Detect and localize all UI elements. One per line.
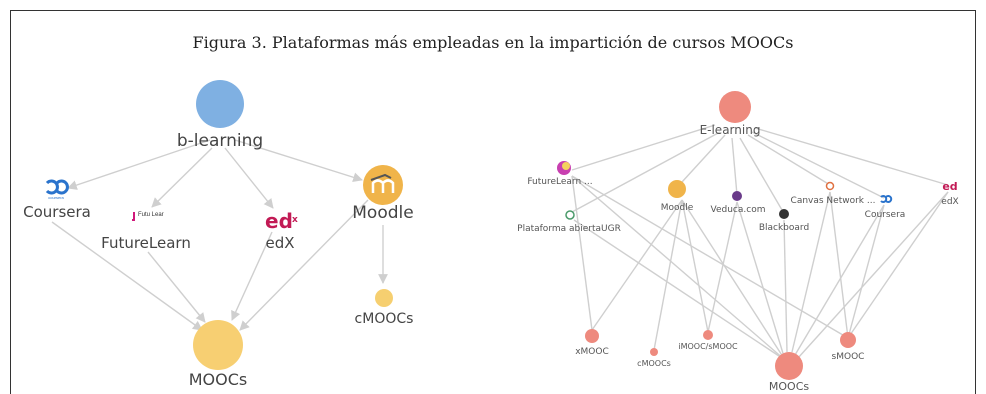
edge-el-moodle (681, 134, 726, 183)
moodle-logo-icon (370, 173, 395, 193)
node-smooc[interactable] (840, 332, 856, 348)
edge-el-canvas (747, 134, 831, 186)
label-moocs: MOOCs (189, 370, 248, 389)
label-moocs-r: MOOCs (769, 380, 809, 393)
label-xmooc: xMOOC (575, 347, 609, 357)
edge-el-ugr (571, 131, 721, 213)
coursera-logo-icon: coursera (45, 179, 69, 200)
edge-el-coursera (751, 131, 885, 199)
edge-veduca-imooc (707, 201, 738, 333)
label-smooc: sMOOC (832, 352, 865, 362)
node-imooc[interactable] (703, 330, 713, 340)
svg-text:ed: ed (265, 209, 293, 233)
node-moocs-r[interactable] (775, 352, 803, 380)
node-canvas[interactable] (825, 181, 835, 191)
edge-el-futurelearn (571, 124, 716, 171)
coursera-logo-text: coursera (48, 195, 64, 200)
edge-moodle-xmooc (591, 199, 683, 331)
label-cmoocs: cMOOCs (355, 311, 414, 327)
left-edges (51, 139, 388, 331)
label-canvas: Canvas Network ... (791, 196, 876, 206)
label-coursera-r: Coursera (865, 210, 906, 220)
edge-coursera-moocs (794, 204, 885, 356)
coursera-logo-icon-r (880, 195, 893, 203)
node-ugr[interactable] (565, 210, 575, 220)
edge-coursera-smooc (847, 204, 885, 339)
svg-text:x: x (292, 215, 298, 225)
edge-moodle-imooc (681, 199, 709, 333)
edge-moodle-moocs (239, 199, 369, 331)
label-coursera: Coursera (23, 203, 91, 221)
figure-frame (10, 10, 976, 394)
node-blearning[interactable] (196, 80, 244, 128)
edge-edx-moocs (231, 231, 273, 321)
node-moocs[interactable] (193, 320, 243, 370)
futurelearn-logo-icon: Futu Lear (132, 212, 164, 221)
edge-blearning-edx (224, 147, 274, 209)
node-blackboard[interactable] (779, 209, 789, 219)
label-edx: edX (265, 234, 294, 252)
edge-blearning-moodle (234, 139, 363, 183)
edge-futurelearn-xmooc (571, 175, 593, 331)
node-xmooc[interactable] (585, 329, 599, 343)
label-edx-r: edX (941, 197, 958, 207)
right-graph: E-learning FutureLearn ... Plataforma ab… (517, 91, 959, 393)
edge-edx-moocs (797, 191, 949, 359)
label-elearning: E-learning (700, 123, 761, 137)
right-edges (571, 124, 949, 361)
label-cmoocs-r: cMOOCs (637, 359, 671, 368)
figure-caption: Figura 3. Plataformas más empleadas en l… (192, 33, 794, 52)
edge-el-blackboard (739, 137, 783, 211)
edge-blearning-coursera (67, 139, 211, 190)
label-moodle-r: Moodle (661, 203, 694, 213)
edge-ugr-moocs (573, 219, 786, 361)
edge-canvas-smooc (829, 191, 849, 339)
futurelearn-logo-text: Futu Lear (138, 212, 164, 218)
left-graph: b-learning coursera Coursera Futu Lear F… (23, 80, 414, 389)
node-cmoocs-r[interactable] (650, 348, 658, 356)
edge-edx-smooc (847, 191, 949, 339)
node-elearning[interactable] (719, 91, 751, 123)
node-moodle-r[interactable] (668, 180, 686, 198)
edge-canvas-moocs (791, 191, 831, 353)
node-cmoocs[interactable] (375, 289, 393, 307)
edge-blackboard-moocs (783, 219, 788, 353)
edge-moodle-moocs (681, 199, 786, 361)
edge-blearning-futurelearn (151, 147, 213, 208)
label-blearning: b-learning (177, 131, 263, 151)
edge-futurelearn-moocs (147, 251, 206, 323)
edge-futurelearn-smooc (571, 175, 849, 339)
edx-logo-icon-r: ed (942, 180, 957, 193)
label-blackboard: Blackboard (759, 223, 809, 233)
label-imooc: iMOOC/sMOOC (678, 342, 738, 351)
edge-coursera-moocs (51, 221, 203, 331)
edge-el-veduca (731, 137, 738, 196)
node-veduca[interactable] (732, 191, 742, 201)
edge-futurelearn-moocs (571, 175, 786, 361)
label-ugr: Plataforma abiertaUGR (517, 224, 621, 234)
label-futurelearn-r: FutureLearn ... (527, 177, 592, 187)
label-moodle: Moodle (352, 203, 413, 223)
edge-el-edx (754, 127, 949, 186)
label-veduca: Veduca.com (711, 205, 766, 215)
edge-veduca-moocs (736, 201, 786, 361)
label-futurelearn: FutureLearn (101, 234, 191, 252)
edge-moodle-cmoocs (653, 199, 683, 351)
edx-logo-icon: ed x (265, 209, 298, 233)
